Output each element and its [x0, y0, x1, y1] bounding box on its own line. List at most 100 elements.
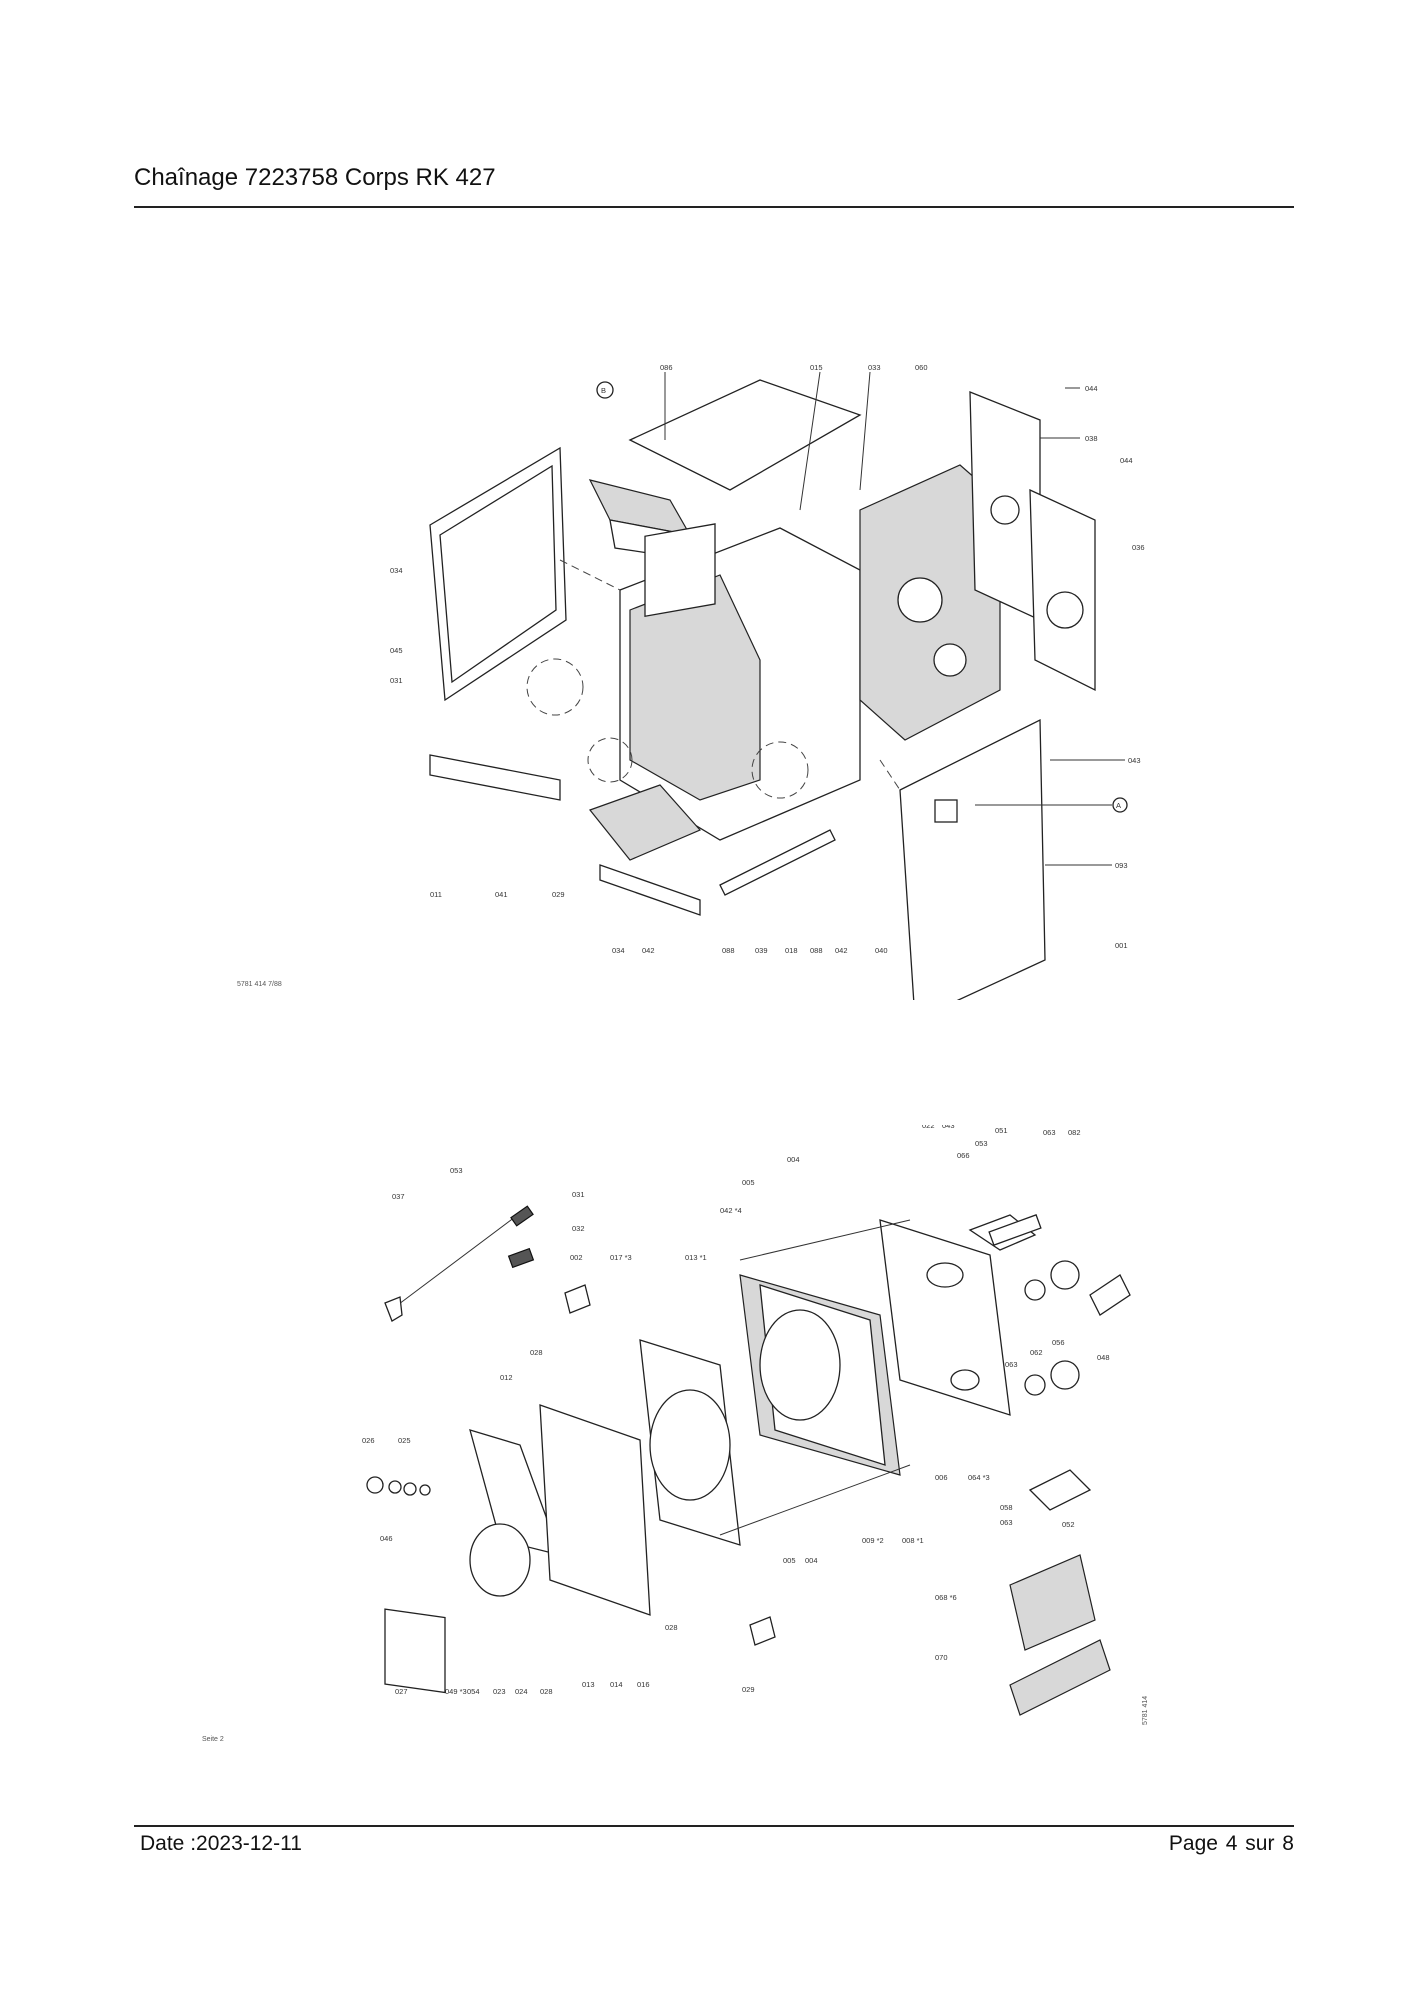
flue-baffle — [1009, 1639, 1111, 1716]
callout-042b: 042 — [835, 946, 848, 955]
callout-064: 064 *3 — [968, 1473, 990, 1482]
callout-032: 032 — [572, 1224, 585, 1233]
callout-063b: 063 — [1005, 1360, 1018, 1369]
callout-086: 086 — [660, 363, 673, 372]
callout-014: 014 — [610, 1680, 623, 1689]
front-skirt — [429, 754, 561, 801]
callout-023: 023 — [493, 1687, 506, 1696]
drain-pipe — [1089, 1274, 1131, 1316]
callout-002: 002 — [570, 1253, 583, 1262]
callout-026: 026 — [362, 1436, 375, 1445]
callout-031: 031 — [390, 676, 403, 685]
footer-date: Date :2023-12-11 — [140, 1832, 302, 1855]
brush-handle — [384, 1296, 403, 1322]
callout-045: 045 — [390, 646, 403, 655]
callout-038: 038 — [1085, 434, 1098, 443]
callout-012: 012 — [500, 1373, 513, 1382]
callout-042a: 042 — [642, 946, 655, 955]
callout-043: 043 — [942, 1125, 955, 1130]
callout-051: 051 — [995, 1126, 1008, 1135]
callout-008: 008 *1 — [902, 1536, 924, 1545]
top-cover — [628, 379, 862, 491]
callout-015: 015 — [810, 363, 823, 372]
callout-088b: 088 — [810, 946, 823, 955]
callout-044b: 044 — [1120, 456, 1133, 465]
callout-a: A — [1116, 801, 1121, 810]
callout-034-bottom: 034 — [612, 946, 625, 955]
callout-041: 041 — [495, 890, 508, 899]
callout-070: 070 — [935, 1653, 948, 1662]
callout-029: 029 — [552, 890, 565, 899]
callout-039: 039 — [755, 946, 768, 955]
callout-048-right: 048 — [1097, 1353, 1110, 1362]
callout-013: 013 — [582, 1680, 595, 1689]
callout-058: 058 — [1000, 1503, 1013, 1512]
front-door — [899, 718, 1046, 1000]
callout-022: 022 — [922, 1125, 935, 1130]
callout-054: 054 — [467, 1687, 480, 1696]
footer-page-number: Page 4 sur 8 — [1168, 1832, 1294, 1855]
brush-head-2 — [507, 1247, 535, 1269]
callout-062: 062 — [1030, 1348, 1043, 1357]
callout-011: 011 — [430, 890, 442, 899]
callout-082: 082 — [1068, 1128, 1081, 1137]
callout-027: 027 — [395, 1687, 408, 1696]
callout-063a: 063 — [1043, 1128, 1056, 1137]
callout-034-left: 034 — [390, 566, 403, 575]
callout-028c: 028 — [540, 1687, 553, 1696]
callout-066: 066 — [957, 1151, 970, 1160]
callout-056: 056 — [1052, 1338, 1065, 1347]
bottom-rail-1 — [599, 864, 701, 916]
callout-028b: 028 — [665, 1623, 678, 1632]
callout-044a: 044 — [1085, 384, 1098, 393]
callout-068: 068 *6 — [935, 1593, 957, 1602]
seite-label: Seite 2 — [202, 1736, 224, 1743]
callout-063c: 063 — [1000, 1518, 1013, 1527]
rear-panel-2 — [1029, 488, 1096, 692]
brush-head-1 — [510, 1205, 534, 1227]
figure2-side-code: 5781 414 — [1142, 1696, 1149, 1725]
bracket-029 — [749, 1616, 776, 1646]
burner-door — [539, 1404, 651, 1616]
callout-036: 036 — [1132, 543, 1145, 552]
cover-plate — [384, 1608, 446, 1694]
callout-013-top: 013 *1 — [685, 1253, 707, 1262]
callout-053-top: 053 — [975, 1139, 988, 1148]
turbulator-pack — [1009, 1554, 1096, 1651]
callout-052: 052 — [1062, 1520, 1075, 1529]
page-title: Chaînage 7223758 Corps RK 427 — [134, 164, 496, 191]
callout-004b: 004 — [805, 1556, 818, 1565]
header-divider — [134, 206, 1294, 208]
bottom-rail-2 — [719, 829, 836, 896]
figure1-code: 5781 414 7/88 — [237, 981, 282, 988]
callout-037: 037 — [392, 1192, 405, 1201]
callout-016: 016 — [637, 1680, 650, 1689]
callout-046: 046 — [380, 1534, 393, 1543]
callout-001: 001 — [1115, 941, 1128, 950]
callout-029: 029 — [742, 1685, 755, 1694]
callout-093: 093 — [1115, 861, 1128, 870]
insulation-disc — [469, 1523, 531, 1597]
callout-009: 009 *2 — [862, 1536, 884, 1545]
body-sections-exploded-diagram: 019 29 022 043 051 053 063 082 066 004 0… — [202, 1125, 1149, 1743]
callout-025: 025 — [398, 1436, 411, 1445]
return-flange — [1028, 1469, 1092, 1511]
callout-031: 031 — [572, 1190, 585, 1199]
callout-060: 060 — [915, 363, 928, 372]
callout-028: 028 — [530, 1348, 543, 1357]
callout-040: 040 — [875, 946, 888, 955]
tie-rod-bottom — [719, 1464, 911, 1536]
rear-section — [879, 1219, 1011, 1416]
footer-divider — [134, 1825, 1294, 1827]
tie-rod-top — [739, 1219, 911, 1261]
callout-006: 006 — [935, 1473, 948, 1482]
bracket-002 — [564, 1284, 591, 1314]
callout-033: 033 — [868, 363, 881, 372]
bottom-insulation — [589, 784, 702, 861]
callout-043: 043 — [1128, 756, 1141, 765]
callout-053-left: 053 — [450, 1166, 463, 1175]
callout-b: B — [601, 386, 606, 395]
callout-024: 024 — [515, 1687, 528, 1696]
callout-042: 042 *4 — [720, 1206, 742, 1215]
callout-018: 018 — [785, 946, 798, 955]
